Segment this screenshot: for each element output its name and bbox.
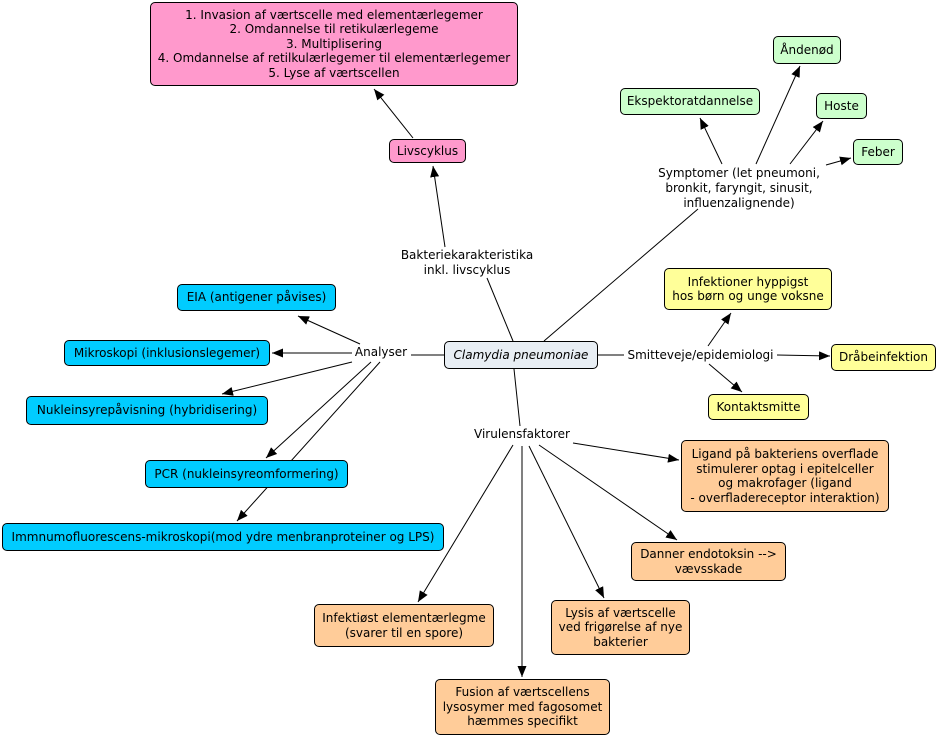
edge-symptoms-to-fever <box>825 156 852 166</box>
virulence-line: bakterier <box>593 634 648 649</box>
lifecycle-step: 5. Lyse af værtscellen <box>268 65 400 80</box>
analysis-label: Mikroskopi (inklusionslegemer) <box>73 345 261 360</box>
edge-virulence-to-lysis <box>528 445 605 599</box>
analysis-pcr-node: PCR (nukleinsyreomformering) <box>145 460 348 488</box>
virulence-line: ved frigørelse af nye <box>558 620 683 635</box>
edge-analyses-to-eia <box>297 315 361 345</box>
edge-virulence-to-ligand <box>572 442 680 463</box>
lifecycle-step: 4. Omdannelse af retilkulærlegemer til e… <box>157 51 511 66</box>
lifecycle-node: Livscyklus <box>389 139 466 163</box>
central-concept-node: Clamydia pneumoniae <box>444 341 598 369</box>
virulence-line: vævsskade <box>674 561 743 576</box>
edge-transmission-to-infections <box>707 312 732 347</box>
symptoms-label-line: Symptomer (let pneumoni, <box>658 166 820 180</box>
transmission-infections-node: Infektioner hyppigst hos børn og unge vo… <box>664 268 832 310</box>
analysis-immunofluorescence-node: Immnumofluorescens-mikroskopi(mod ydre m… <box>2 523 444 551</box>
edge-analyses-to-immunofluorescence <box>236 361 381 522</box>
virulence-line: stimulerer optag i epitelceller <box>696 461 874 476</box>
virulence-line: - overfladereceptor interaktion) <box>690 490 880 505</box>
edge-lifecycle-to-steps <box>373 88 414 139</box>
virulence-line: (svarer til en spore) <box>344 625 464 640</box>
edge-virulence-to-endotoxin <box>538 444 678 541</box>
virulence-line: lysosymer med fagosomet <box>442 699 603 714</box>
virulence-line: Lysis af værtscelle <box>565 605 676 620</box>
symptom-label: Ekspektoratdannelse <box>626 94 754 109</box>
analyses-link-label: Analyser <box>345 345 417 360</box>
virulence-line: Infektiøst elementærlegme <box>322 611 486 625</box>
virulence-line: Ligand på bakteriens overflade <box>691 447 879 461</box>
transmission-label: Smitteveje/epidemiologi <box>627 348 774 362</box>
symptom-expectoration-node: Ekspektoratdannelse <box>620 88 760 115</box>
edge-transmission-to-contact <box>708 363 743 393</box>
analysis-microscopy-node: Mikroskopi (inklusionslegemer) <box>64 340 270 366</box>
virulence-line: hæmmes specifikt <box>467 714 578 729</box>
symptom-label: Hoste <box>824 98 859 113</box>
analysis-label: EIA (antigener påvises) <box>186 290 327 305</box>
transmission-link-label: Smitteveje/epidemiologi <box>615 348 786 363</box>
transmission-line: Infektioner hyppigst <box>687 274 809 289</box>
transmission-line: Kontaktsmitte <box>716 399 801 414</box>
virulence-infectious-body-node: Infektiøst elementærlegme (svarer til en… <box>314 604 494 647</box>
analysis-label: Immnumofluorescens-mikroskopi(mod ydre m… <box>11 529 435 544</box>
characteristics-link-label: Bakteriekarakteristika inkl. livscyklus <box>397 248 537 277</box>
lifecycle-step: 2. Omdannelse til retikulærlegeme <box>229 22 439 37</box>
symptom-fever-node: Feber <box>853 139 903 165</box>
virulence-lysis-node: Lysis af værtscelle ved frigørelse af ny… <box>551 600 690 655</box>
symptom-label: Feber <box>861 144 895 159</box>
virulence-link-label: Virulensfaktorer <box>462 427 582 442</box>
transmission-droplet-node: Dråbeinfektion <box>831 344 936 371</box>
symptom-label: Åndenød <box>780 42 834 57</box>
edge-symptoms-to-cough <box>789 120 824 165</box>
central-concept-label: Clamydia pneumoniae <box>453 347 589 362</box>
virulence-label: Virulensfaktorer <box>474 427 570 441</box>
analysis-nucleic-acid-node: Nukleinsyrepåvisning (hybridisering) <box>26 396 268 425</box>
edge-symptoms-to-dyspnea <box>755 65 801 165</box>
virulence-endotoxin-node: Danner endotoksin --> vævsskade <box>631 542 786 581</box>
edge-characteristics-to-lifecycle <box>430 165 446 248</box>
symptom-dyspnea-node: Åndenød <box>773 36 841 64</box>
edge-analyses-to-nucleic-acid <box>221 361 353 396</box>
edge-center-to-virulence <box>513 368 521 427</box>
transmission-contact-node: Kontaktsmitte <box>708 394 809 420</box>
transmission-line: hos børn og unge voksne <box>672 289 824 303</box>
virulence-line: Fusion af værtscellens <box>455 685 590 700</box>
characteristics-label-line: Bakteriekarakteristika <box>400 248 534 262</box>
lifecycle-steps-node: 1. Invasion af værtscelle med elementærl… <box>150 2 518 86</box>
edge-transmission-to-droplet <box>776 351 831 361</box>
edge-virulence-to-infectious-body <box>417 444 514 603</box>
virulence-line: og makrofager (ligand <box>718 476 852 490</box>
symptoms-label-line: influenzalignende) <box>683 196 795 210</box>
analysis-label: PCR (nukleinsyreomformering) <box>154 466 339 481</box>
virulence-fusion-node: Fusion af værtscellens lysosymer med fag… <box>435 679 610 735</box>
edge-symptoms-to-expectoration <box>699 117 723 165</box>
symptom-cough-node: Hoste <box>816 93 867 119</box>
virulence-line: Danner endotoksin --> <box>640 547 777 561</box>
transmission-line: Dråbeinfektion <box>838 350 928 365</box>
virulence-ligand-node: Ligand på bakteriens overflade stimulere… <box>681 440 889 512</box>
lifecycle-step: 3. Multiplisering <box>285 36 382 51</box>
edge-center-to-symptoms <box>543 208 699 342</box>
symptoms-label-line: bronkit, faryngit, sinusit, <box>665 181 813 195</box>
analysis-eia-node: EIA (antigener påvises) <box>177 284 336 311</box>
characteristics-label-line: inkl. livscyklus <box>423 262 511 277</box>
edge-center-to-characteristics <box>486 277 514 342</box>
symptoms-link-label: Symptomer (let pneumoni, bronkit, faryng… <box>639 166 839 211</box>
analysis-label: Nukleinsyrepåvisning (hybridisering) <box>36 403 258 418</box>
analyses-label: Analyser <box>354 345 408 359</box>
lifecycle-label: Livscyklus <box>396 143 459 158</box>
edge-analyses-to-pcr <box>265 361 372 459</box>
lifecycle-step: 1. Invasion af værtscelle med elementærl… <box>185 7 483 22</box>
